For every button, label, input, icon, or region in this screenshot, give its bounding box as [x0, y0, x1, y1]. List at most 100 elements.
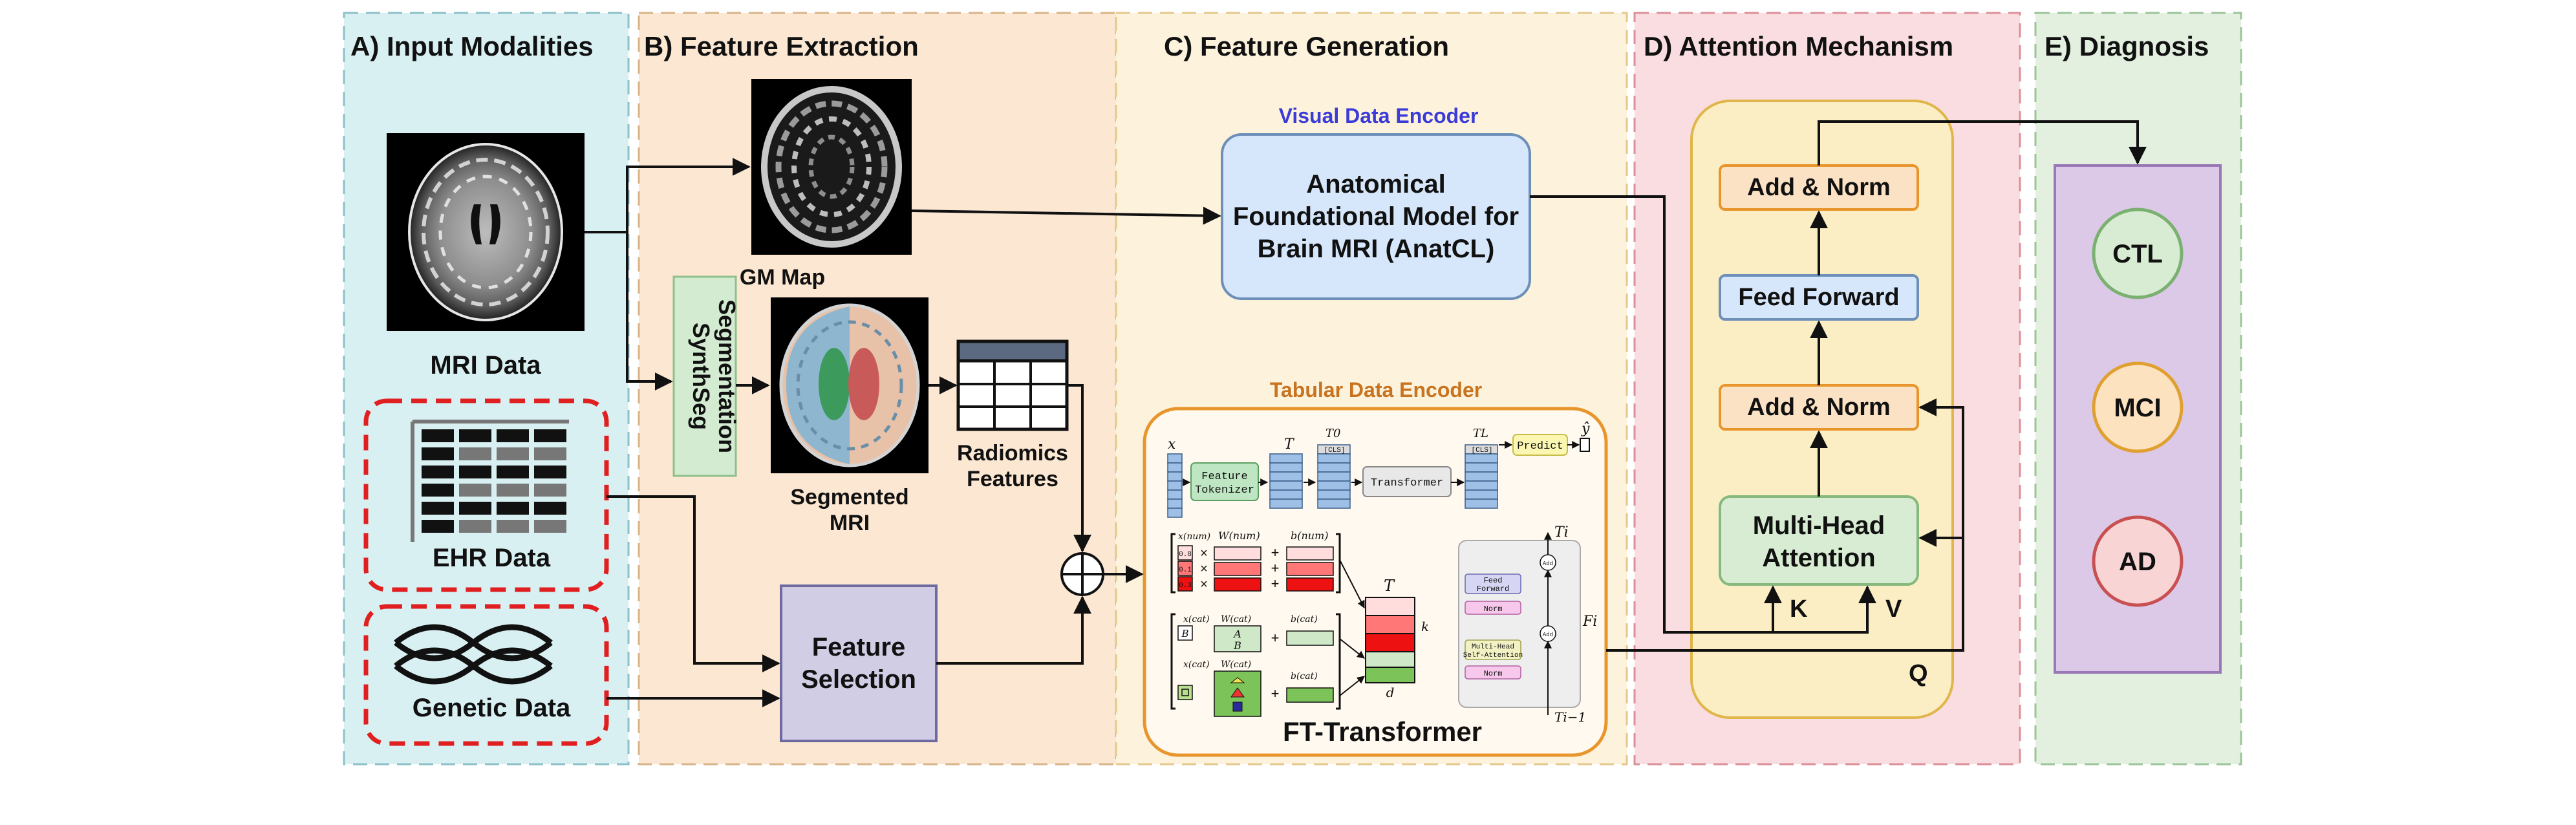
ehr-cell — [534, 502, 566, 515]
sym-plus-1: + — [1271, 544, 1280, 561]
ehr-table-icon — [411, 420, 569, 542]
transformer-label: Transformer — [1371, 477, 1443, 489]
ehr-data-label: EHR Data — [433, 544, 551, 572]
sym-w-cat-1: W(cat) — [1221, 614, 1251, 625]
ff-small-line2: Forward — [1477, 584, 1509, 594]
ff-small-line1: Feed — [1484, 576, 1503, 585]
token-cell — [1465, 489, 1498, 500]
cls-token-tl: [CLS] — [1471, 447, 1492, 455]
token-cell — [1465, 471, 1498, 482]
class-ctl-label: CTL — [2112, 240, 2163, 268]
ehr-cell — [459, 466, 491, 478]
radiomics-label-line1: Radiomics — [957, 441, 1068, 466]
ehr-cell — [497, 429, 529, 442]
connectors — [585, 120, 2147, 707]
token-cell — [1269, 489, 1303, 500]
k-label: K — [1790, 595, 1808, 623]
dna-icon — [394, 624, 553, 685]
sym-x-cat-2: x(cat) — [1183, 659, 1210, 670]
sym-y-hat: ŷ — [1581, 421, 1590, 437]
ehr-cell — [497, 466, 529, 478]
sym-k: k — [1421, 619, 1429, 634]
ehr-cell — [422, 484, 454, 497]
sym-x-num-val-2: 0.1 — [1179, 566, 1192, 574]
visual-encoder-title: Visual Data Encoder — [1279, 104, 1479, 127]
ehr-cell — [497, 447, 529, 460]
ehr-cell — [459, 502, 491, 515]
sym-box-b: B — [1181, 628, 1188, 639]
anatcl-label-line3: Brain MRI (AnatCL) — [1258, 235, 1495, 263]
sym-plus-4: + — [1271, 630, 1280, 646]
gm-map-label: GM Map — [740, 265, 825, 290]
v-label: V — [1885, 595, 1902, 623]
mhsa-small-line2: Self-Attention — [1463, 652, 1523, 659]
ft-transformer-block: Feed Forward Norm Multi-Head Self-Attent… — [1458, 524, 1597, 725]
class-mci-label: MCI — [2114, 394, 2161, 422]
token-cell — [1167, 471, 1183, 482]
mhsa-small-line1: Multi-Head — [1472, 643, 1514, 651]
ehr-cell — [497, 502, 529, 515]
token-cell — [1465, 462, 1498, 473]
ehr-cell — [534, 429, 566, 442]
sym-b-num: b(num) — [1291, 530, 1329, 542]
ehr-cell — [422, 466, 454, 478]
token-cell — [1167, 462, 1183, 473]
token-cell — [1269, 453, 1303, 464]
sym-x-num-val-1: 0.8 — [1179, 551, 1192, 559]
radiomics-label-line2: Features — [967, 467, 1058, 491]
class-ad-label: AD — [2119, 548, 2156, 576]
ehr-cell — [534, 520, 566, 533]
token-cell — [1465, 480, 1498, 491]
panel-a-title: A) Input Modalities — [350, 31, 594, 61]
predict-label: Predict — [1517, 440, 1563, 453]
feed-forward-label: Feed Forward — [1738, 284, 1899, 311]
sym-plus-3: + — [1271, 575, 1280, 592]
panel-d-title: D) Attention Mechanism — [1644, 31, 1953, 61]
anatcl-label-line2: Foundational Model for — [1233, 202, 1519, 231]
mha-label-line2: Attention — [1762, 544, 1876, 572]
class-ctl: CTL — [2092, 208, 2184, 299]
y-hat-box — [1580, 438, 1590, 452]
add-norm-mid-label: Add & Norm — [1747, 394, 1891, 421]
sym-ti: Ti — [1554, 524, 1569, 541]
sym-times-1: × — [1200, 546, 1208, 561]
ehr-cell — [422, 429, 454, 442]
token-cell — [1317, 498, 1351, 509]
sym-times-3: × — [1200, 577, 1208, 592]
sym-ti-1: Ti−1 — [1554, 709, 1586, 725]
mri-image — [387, 133, 585, 331]
radiomics-table-icon — [956, 339, 1069, 431]
feature-selection-label-line2: Selection — [801, 665, 916, 694]
ehr-cell — [459, 429, 491, 442]
token-cell — [1167, 508, 1183, 518]
token-cell — [1317, 453, 1351, 464]
sym-w-cat-2: W(cat) — [1221, 659, 1251, 670]
token-cell — [1465, 453, 1498, 464]
add-norm-top-label: Add & Norm — [1747, 174, 1891, 201]
cls-token-t0: [CLS] — [1324, 447, 1345, 455]
ehr-cell — [459, 447, 491, 460]
sym-x-cat-1: x(cat) — [1183, 614, 1210, 625]
ehr-cell — [534, 447, 566, 460]
ehr-cell — [459, 520, 491, 533]
tabular-encoder-title: Tabular Data Encoder — [1270, 378, 1482, 402]
ehr-cell — [422, 520, 454, 533]
sym-x: x — [1168, 436, 1176, 453]
token-cell — [1317, 471, 1351, 482]
token-cell — [1269, 480, 1303, 491]
sym-plus-5: + — [1271, 685, 1280, 702]
ft-embeddings: 0.8 0.1 0.3 × × × + + + x(num) W(num) b(… — [1170, 530, 1429, 717]
genetic-dashed-box — [363, 604, 609, 746]
feature-tokenizer-line2: Tokenizer — [1195, 484, 1254, 497]
synthseg-box — [672, 275, 737, 477]
sym-x-num-val-3: 0.3 — [1179, 582, 1192, 590]
sym-t0: T0 — [1326, 427, 1340, 440]
token-cell — [1269, 462, 1303, 473]
sym-x-num: x(num) — [1178, 531, 1210, 542]
token-cell — [1167, 480, 1183, 491]
feature-selection-label-line1: Feature — [812, 633, 906, 661]
sym-a: A — [1232, 628, 1241, 640]
feature-selection-box — [780, 584, 938, 742]
synthseg-label-line2: Segmentation — [714, 299, 740, 453]
